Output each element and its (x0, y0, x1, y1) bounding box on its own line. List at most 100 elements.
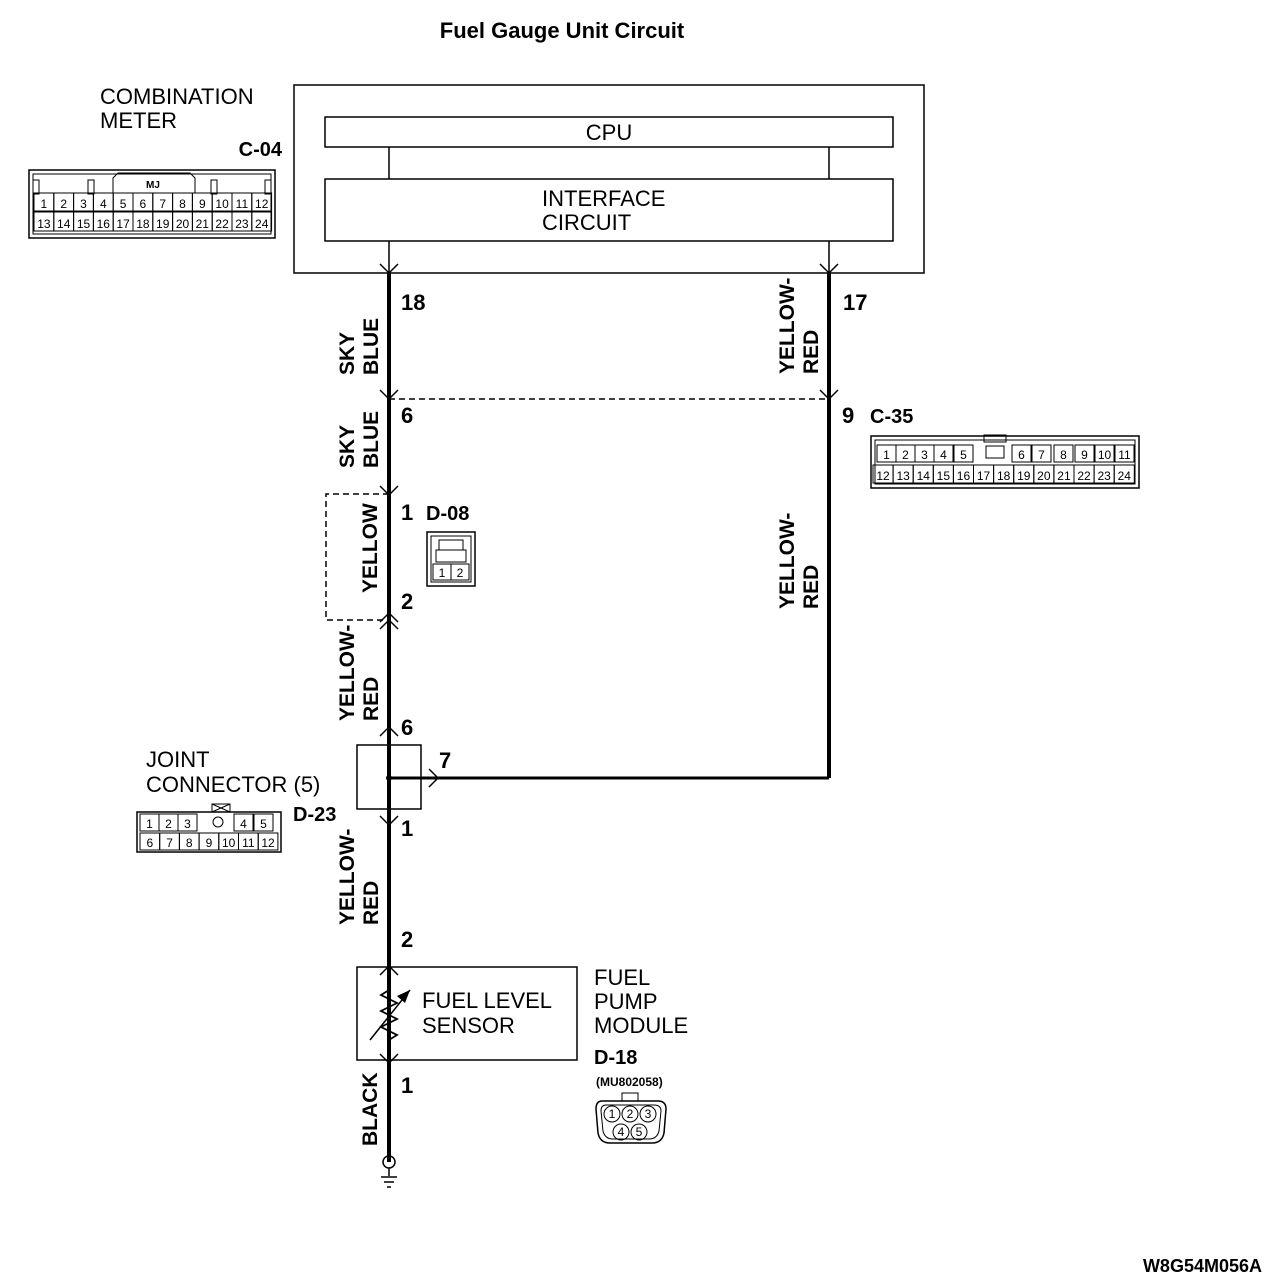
c35-pin-12: 12 (876, 469, 890, 483)
wire-label-yellow-red-6a: YELLOW- (336, 625, 359, 721)
d23-pin-7: 7 (166, 836, 173, 850)
meter-connector-id: C-04 (239, 139, 283, 161)
wire-label-black: BLACK (359, 1073, 382, 1147)
sensor-label-line2: SENSOR (422, 1013, 515, 1038)
c35-pin-22: 22 (1077, 469, 1091, 483)
diagram-title: Fuel Gauge Unit Circuit (440, 18, 685, 43)
d18-pin-3: 3 (645, 1107, 652, 1121)
d18-pin-2: 2 (627, 1107, 634, 1121)
meter-housing (293, 84, 925, 274)
c04-pin-6: 6 (140, 197, 147, 211)
c35-pin-20: 20 (1037, 469, 1051, 483)
c04-pin-7: 7 (159, 197, 166, 211)
c04-pin-4: 4 (100, 197, 107, 211)
fuel-level-sensor-block (356, 966, 578, 1061)
wire-label-sky-blue-1a: SKY (336, 332, 359, 375)
sensor-label-line1: FUEL LEVEL (422, 988, 552, 1013)
c35-pin-21: 21 (1057, 469, 1071, 483)
pin-joint-right: 7 (439, 748, 451, 773)
d23-locator-circle (212, 816, 224, 828)
c04-pin-22: 22 (215, 217, 229, 231)
splice-point (386, 775, 392, 781)
d23-pin-9: 9 (206, 836, 213, 850)
interface-circuit-block (324, 178, 894, 242)
d08-harness: D-08 1 2 (325, 493, 476, 621)
wire-label-sky-blue-3b: BLUE (360, 411, 383, 468)
pin-c35-left: 6 (401, 403, 413, 428)
c35-pin-16: 16 (957, 469, 971, 483)
wire-label-yellow-red-5a: YELLOW- (776, 513, 799, 609)
c35-pin-18: 18 (997, 469, 1011, 483)
c04-pin-8: 8 (179, 197, 186, 211)
cpu-block (324, 116, 894, 148)
d08-id: D-08 (426, 503, 469, 525)
d23-pin-10: 10 (222, 836, 236, 850)
c35-pin-13: 13 (896, 469, 910, 483)
c04-pin-20: 20 (176, 217, 190, 231)
pin-sensor-top: 2 (401, 927, 413, 952)
cpu-label: CPU (586, 120, 632, 145)
c04-pin-19: 19 (156, 217, 170, 231)
c35-pin-9: 9 (1081, 448, 1088, 462)
wire-label-yellow-red-5b: RED (800, 565, 823, 609)
c04-pin-21: 21 (196, 217, 210, 231)
ground-icon (381, 1155, 397, 1188)
module-label-line1: FUEL (594, 965, 650, 990)
c35-pin-24: 24 (1118, 469, 1132, 483)
c04-pin-18: 18 (136, 217, 150, 231)
c35-pin-5: 5 (960, 448, 967, 462)
d18-pin-1: 1 (609, 1107, 616, 1121)
c04-pin-5: 5 (120, 197, 127, 211)
pin-sensor-bottom: 1 (401, 1073, 413, 1098)
module-label-line2: PUMP (594, 989, 658, 1014)
c35-pin-8: 8 (1060, 448, 1067, 462)
d23-pin-12: 12 (261, 836, 275, 850)
c04-pin-9: 9 (199, 197, 206, 211)
c04-pin-16: 16 (97, 217, 111, 231)
combination-meter: COMBINATION METER C-04 CPU INTERFACE CIR… (28, 84, 925, 274)
d18-part-number: (MU802058) (596, 1075, 663, 1089)
d08-pin-2: 2 (457, 566, 464, 580)
wire-label-yellow-red-6b: RED (360, 677, 383, 721)
interface-label-line2: CIRCUIT (542, 210, 631, 235)
c04-pin-14: 14 (57, 217, 71, 231)
pin-d08-bottom: 2 (401, 589, 413, 614)
module-label-line3: MODULE (594, 1013, 688, 1038)
c04-pin-3: 3 (80, 197, 87, 211)
c04-pin-10: 10 (215, 197, 229, 211)
c04-pin-24: 24 (255, 217, 269, 231)
d23-pin-11: 11 (242, 836, 255, 850)
wire-label-yellow-red-2b: RED (800, 330, 823, 374)
d23-pin-1: 1 (146, 817, 153, 831)
wire-label-yellow: YELLOW (359, 503, 382, 593)
meter-label-line1: COMBINATION (100, 84, 254, 109)
interface-label-line1: INTERFACE (542, 186, 665, 211)
c04-pin-17: 17 (116, 217, 130, 231)
c04-pin-13: 13 (37, 217, 51, 231)
c35-pin-2: 2 (902, 448, 909, 462)
d23-pin-3: 3 (184, 817, 191, 831)
c35-pin-11: 11 (1118, 448, 1131, 462)
wire-color-labels: SKY BLUE YELLOW- RED SKY BLUE YELLOW YEL… (336, 278, 823, 1146)
c35-pin-19: 19 (1017, 469, 1031, 483)
d18-id: D-18 (594, 1047, 637, 1069)
d23-pin-8: 8 (186, 836, 193, 850)
fuel-pump-module: FUEL LEVEL SENSOR FUEL PUMP MODULE D-18 … (356, 965, 688, 1144)
variable-resistor-icon (378, 967, 400, 1060)
d23-pin-4: 4 (240, 817, 247, 831)
c04-pin-1: 1 (41, 197, 48, 211)
c04-pin-11: 11 (236, 197, 249, 211)
pin-c35-right: 9 (842, 403, 854, 428)
pin-d08-top: 1 (401, 500, 413, 525)
joint-label-line2: CONNECTOR (5) (146, 772, 320, 797)
c35-pin-3: 3 (921, 448, 928, 462)
c35-pin-6: 6 (1018, 448, 1025, 462)
joint-block (356, 744, 422, 810)
c35-pin-1: 1 (883, 448, 890, 462)
pin-joint-top: 6 (401, 715, 413, 740)
c35-pin-17: 17 (977, 469, 991, 483)
d23-pin-6: 6 (147, 836, 154, 850)
